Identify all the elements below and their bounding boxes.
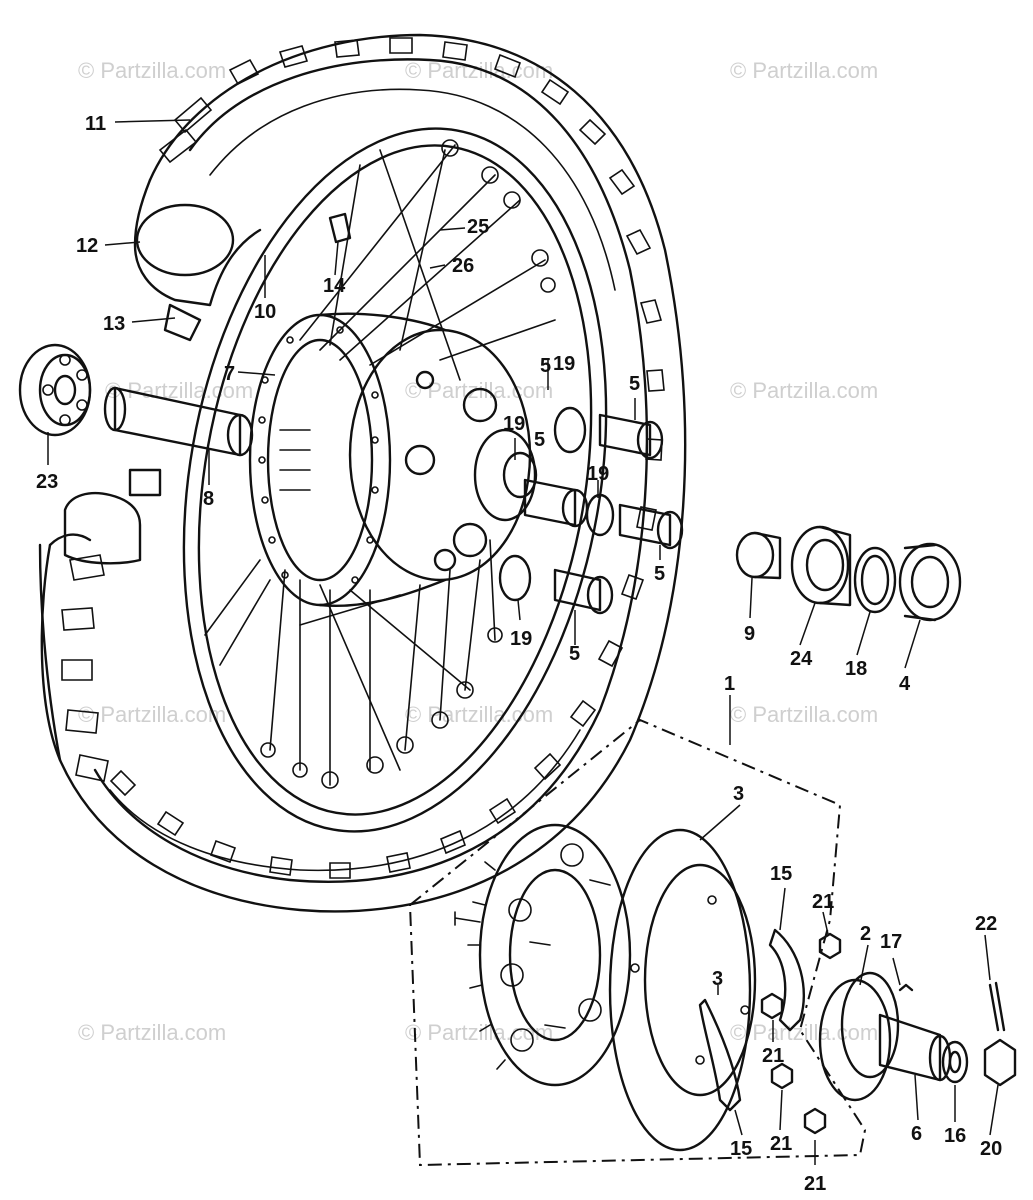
callout-15: 15	[730, 1138, 752, 1160]
watermark: © Partzilla.com	[78, 58, 226, 83]
nuts	[760, 932, 842, 1135]
watermark: © Partzilla.com	[405, 378, 553, 403]
callout-26: 26	[452, 255, 474, 277]
callout-5: 5	[629, 373, 640, 395]
hub-dampers	[498, 406, 684, 615]
sprocket	[454, 823, 632, 1087]
spoke-nipples	[260, 139, 556, 789]
callout-3: 3	[733, 783, 744, 805]
lock-plate	[698, 998, 742, 1112]
watermark: © Partzilla.com	[730, 58, 878, 83]
callout-12: 12	[76, 235, 98, 257]
valve-cap	[328, 212, 352, 244]
callout-18: 18	[845, 658, 867, 680]
callout-9: 9	[744, 623, 755, 645]
callout-16: 16	[944, 1125, 966, 1147]
sprocket-assembly-outline	[408, 718, 867, 1167]
callout-2: 2	[860, 923, 871, 945]
callout-5: 5	[540, 355, 551, 377]
watermark: © Partzilla.com	[78, 1020, 226, 1045]
tire	[40, 33, 687, 913]
callout-8: 8	[203, 488, 214, 510]
watermarks: © Partzilla.com © Partzilla.com © Partzi…	[78, 58, 878, 1045]
callout-1: 1	[724, 673, 735, 695]
callout-11: 11	[85, 113, 106, 135]
callout-25: 25	[467, 216, 489, 238]
right-axle-parts	[735, 525, 962, 622]
callout-21: 21	[762, 1045, 784, 1067]
callout-23: 23	[36, 471, 58, 493]
watermark: © Partzilla.com	[78, 702, 226, 727]
callout-10: 10	[254, 301, 276, 323]
callout-3: 3	[712, 968, 723, 990]
watermark: © Partzilla.com	[730, 1020, 878, 1045]
callout-13: 13	[103, 313, 125, 335]
callout-15: 15	[770, 863, 792, 885]
spokes	[204, 144, 556, 786]
callout-17: 17	[880, 931, 902, 953]
callout-21: 21	[812, 891, 834, 913]
leader-lines	[47, 119, 999, 1165]
callout-5: 5	[534, 429, 545, 451]
callout-labels: 1 2 3 3 4 5 5 5 5 5 6 7 8 9 10 11 12 13 …	[36, 113, 1002, 1195]
tire-cutaway	[38, 178, 262, 762]
callout-19: 19	[503, 413, 525, 435]
callout-24: 24	[790, 648, 813, 670]
flange-parts	[818, 971, 1017, 1102]
callout-5: 5	[654, 563, 665, 585]
watermark: © Partzilla.com	[405, 702, 553, 727]
callout-6: 6	[911, 1123, 922, 1145]
watermark: © Partzilla.com	[730, 702, 878, 727]
callout-7: 7	[224, 363, 235, 385]
callout-5: 5	[569, 643, 580, 665]
callout-4: 4	[899, 673, 911, 695]
callout-22: 22	[975, 913, 997, 935]
callout-21: 21	[770, 1133, 792, 1155]
watermark: © Partzilla.com	[730, 378, 878, 403]
callout-19: 19	[553, 353, 575, 375]
callout-21: 21	[804, 1173, 826, 1195]
watermark: © Partzilla.com	[405, 58, 553, 83]
bearing	[18, 343, 92, 437]
sprocket-plate	[608, 828, 757, 1152]
callout-19: 19	[587, 463, 609, 485]
callout-20: 20	[980, 1138, 1002, 1160]
callout-14: 14	[323, 275, 346, 297]
callout-19: 19	[510, 628, 532, 650]
axle-collar	[103, 386, 254, 457]
lock-plate	[768, 928, 806, 1032]
hub	[248, 312, 538, 607]
